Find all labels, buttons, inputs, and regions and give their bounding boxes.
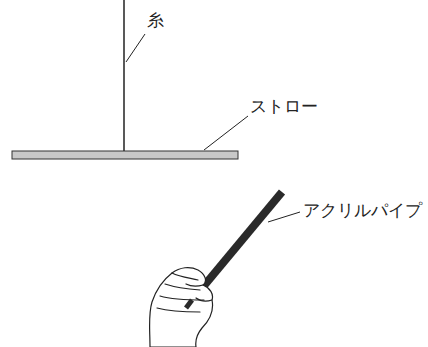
leader-line: [268, 212, 300, 222]
pipe-end: [186, 300, 192, 308]
leader-line: [204, 116, 248, 150]
part-label: 糸: [147, 10, 164, 30]
straw: [12, 151, 238, 159]
part-label: ストロー: [250, 96, 318, 116]
thread: [123, 0, 125, 155]
hand: [150, 268, 213, 347]
leader-line: [126, 34, 145, 62]
part-label: アクリルパイプ: [303, 200, 422, 220]
